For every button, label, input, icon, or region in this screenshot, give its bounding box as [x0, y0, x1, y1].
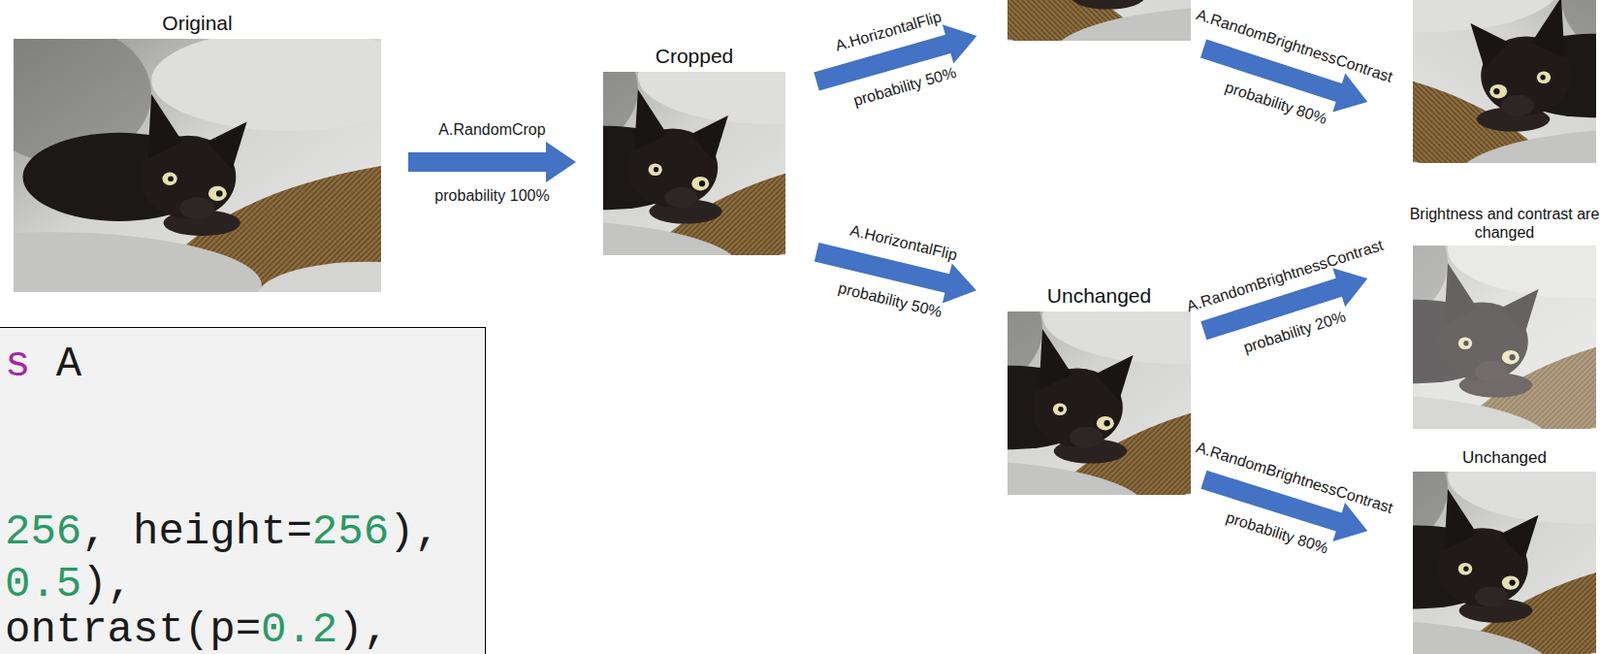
probability-label: probability 80%	[1223, 508, 1331, 558]
image-panel: Original	[13, 38, 382, 292]
image-title: Original	[161, 11, 232, 35]
arrow-label: A.RandomBrightnessContrast	[1193, 4, 1395, 87]
arrow-label: A.RandomBrightnessContrast	[1193, 437, 1396, 517]
probability-label: probability 100%	[434, 186, 549, 205]
probability-label: probability 80%	[1222, 77, 1330, 128]
code-box: s A 256, height=256),0.5),ontrast(p=0.2),	[0, 326, 486, 654]
arrow-label: A.RandomCrop	[438, 120, 545, 139]
code-line: 0.5),	[4, 559, 133, 608]
probability-label: probability 50%	[851, 63, 959, 110]
code-line: 256, height=256),	[4, 507, 441, 556]
image-panel: Unchanged	[1412, 471, 1597, 654]
image-title: Cropped	[655, 44, 735, 68]
block-arrow	[408, 141, 576, 183]
image-title: Unchanged	[1462, 448, 1547, 468]
cat-photo	[1151, 423, 1600, 654]
image-title: Brightness and contrast are changed	[1408, 205, 1600, 242]
code-line: ontrast(p=0.2),	[4, 605, 389, 654]
image-panel: Brightness and contrast are changed	[1412, 245, 1597, 429]
cat-photo	[0, 25, 478, 340]
image-panel: Unchanged	[1007, 311, 1191, 495]
probability-label: probability 50%	[835, 278, 944, 321]
arrow-label: A.HorizontalFlip	[832, 6, 944, 55]
image-panel: Cropped	[603, 71, 786, 256]
arrow-label: A.RandomBrightnessContrast	[1184, 235, 1385, 316]
image-title: Unchanged	[1047, 284, 1152, 308]
code-line: s A	[4, 339, 82, 388]
arrow-label: A.HorizontalFlip	[847, 221, 959, 265]
probability-label: probability 20%	[1241, 307, 1348, 357]
